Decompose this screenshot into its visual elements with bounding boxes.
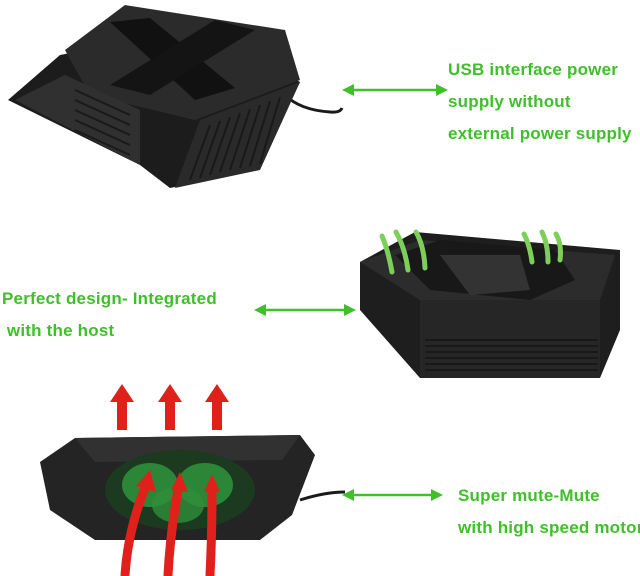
feature-caption-line: supply without: [448, 92, 571, 111]
feature-caption-line: with high speed motor: [458, 518, 640, 537]
feature-caption-mute: Super mute-Mute with high speed motor: [458, 480, 640, 544]
up-arrow-icon: [110, 384, 134, 430]
feature-caption-line: Perfect design- Integrated: [2, 289, 217, 308]
feature-caption-line: Super mute-Mute: [458, 486, 600, 505]
feature-caption-line: external power supply: [448, 124, 632, 143]
up-arrow-icon: [158, 384, 182, 430]
feature-caption-line: with the host: [2, 321, 115, 340]
up-arrow-icon: [205, 384, 229, 430]
feature-caption-line: USB interface power: [448, 60, 619, 79]
feature-caption-design: Perfect design- Integrated with the host: [2, 283, 217, 347]
feature-caption-usb: USB interface power supply without exter…: [448, 54, 632, 150]
